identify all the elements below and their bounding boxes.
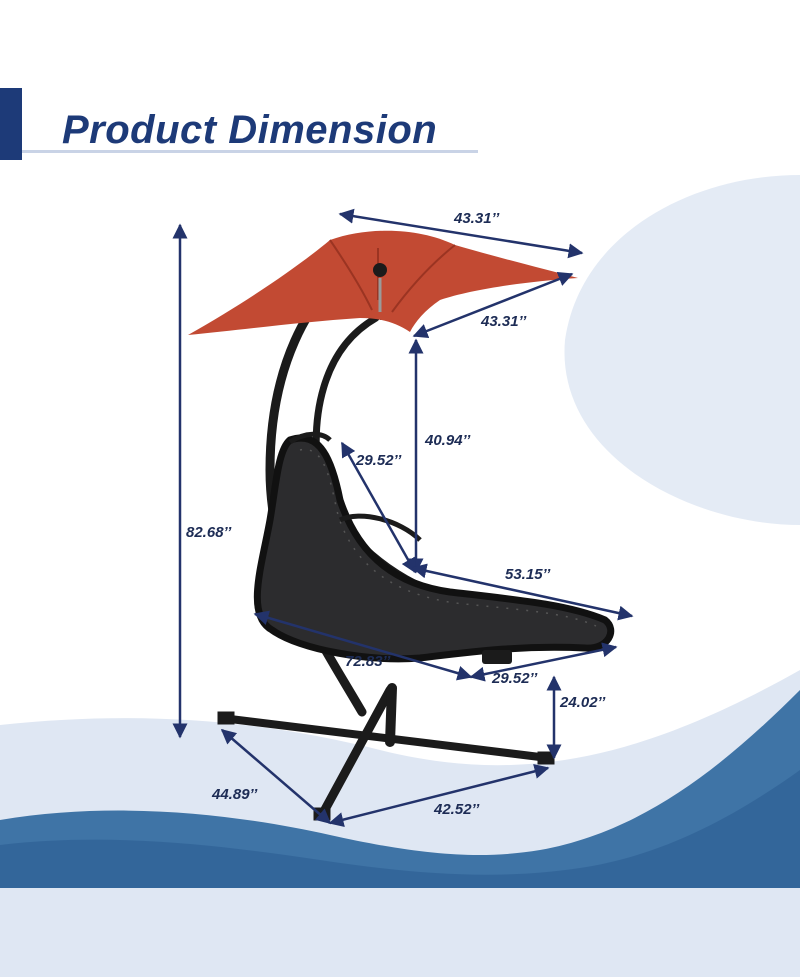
lounger-width-label: 29.52’’	[492, 670, 538, 687]
dimension-arrows	[172, 208, 634, 827]
canopy-width-label: 43.31’’	[454, 210, 500, 227]
title-accent-bar	[0, 88, 22, 160]
page-title: Product Dimension	[62, 108, 438, 152]
seat-back-width-label: 29.52’’	[356, 452, 402, 469]
total-height-label: 82.68’’	[186, 524, 232, 541]
seat-height-label: 24.02’’	[560, 694, 606, 711]
hang-height-label: 40.94’’	[425, 432, 471, 449]
base-width-label: 42.52’’	[434, 801, 480, 818]
seat-length-label: 53.15’’	[505, 566, 551, 583]
base-depth-label: 44.89’’	[212, 786, 258, 803]
title-underline	[22, 150, 478, 153]
canopy-depth-label: 43.31’’	[481, 313, 527, 330]
lounger-length-label: 72.83’’	[345, 653, 391, 670]
